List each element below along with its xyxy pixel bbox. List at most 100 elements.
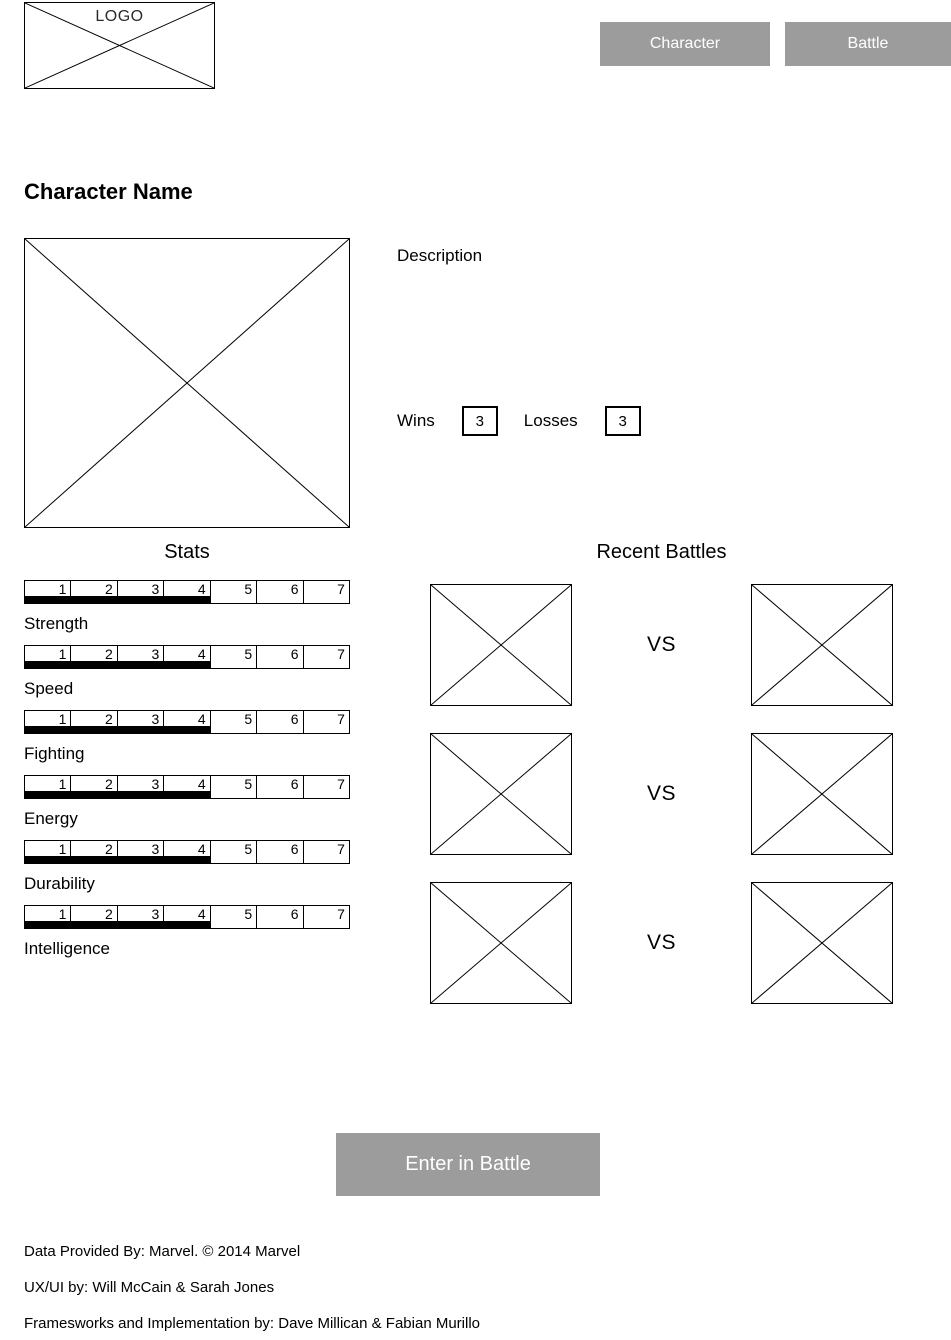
nav-button-battle[interactable]: Battle	[785, 22, 951, 66]
stat-scale-cell: 5	[211, 906, 258, 928]
stat-label: Strength	[24, 614, 89, 633]
battle-left-image-placeholder	[430, 584, 572, 706]
stat-scale-cell: 7	[337, 646, 345, 662]
battle-row: VS	[430, 733, 893, 855]
stat-scale-cell: 5	[211, 776, 258, 798]
stats-title: Stats	[164, 541, 210, 563]
battle-left-image-placeholder	[430, 882, 572, 1004]
stat-scale-cell: 6	[257, 906, 304, 928]
footer: Data Provided By: Marvel. © 2014 Marvel …	[24, 1241, 480, 1335]
battle-right-image-placeholder	[751, 882, 893, 1004]
enter-battle-button[interactable]: Enter in Battle	[336, 1133, 600, 1196]
stat-scale-cell: 5	[211, 646, 258, 668]
stat-scale-cell: 6	[257, 581, 304, 603]
stat-label: Intelligence	[24, 939, 111, 958]
stat-scale-cell: 7	[337, 711, 345, 727]
wins-label: Wins	[397, 411, 435, 430]
stat-fill-bar	[25, 921, 211, 928]
stat-scale-cell: 4	[164, 646, 211, 668]
stat-fill-bar	[25, 791, 211, 798]
stat-scale-cell: 3	[118, 841, 165, 863]
stat-scale-cell: 2	[71, 906, 118, 928]
stat-scale-cell: 7	[337, 581, 345, 597]
stat-scale-cell: 1	[25, 776, 72, 798]
x-placeholder-icon	[752, 883, 892, 1003]
logo-text: LOGO	[95, 8, 144, 25]
stat-scale-cell: 4	[164, 841, 211, 863]
x-placeholder-icon	[431, 883, 571, 1003]
footer-credit-ux: UX/UI by: Will McCain & Sarah Jones	[24, 1279, 275, 1296]
stat-scale-cell: 2	[71, 841, 118, 863]
x-placeholder-icon	[431, 585, 571, 705]
vs-label: VS	[646, 931, 676, 954]
x-placeholder-icon	[752, 734, 892, 854]
battle-row: VS	[430, 584, 893, 706]
vs-label: VS	[646, 782, 676, 805]
x-placeholder-icon	[25, 3, 214, 88]
battles-list: VS VS VS	[430, 584, 893, 1031]
battle-right-image-placeholder	[751, 733, 893, 855]
x-placeholder-icon	[431, 734, 571, 854]
stat-scale-cell: 5	[211, 711, 258, 733]
stat-fill-bar	[25, 856, 211, 863]
stat-scale-cell: 2	[71, 646, 118, 668]
losses-label: Losses	[523, 411, 578, 430]
record-row: Wins 3 Losses 3	[397, 406, 641, 436]
stat-scale-cell: 6	[257, 646, 304, 668]
stat-scale-cell: 1	[25, 581, 72, 603]
nav-button-character[interactable]: Character	[600, 22, 770, 66]
stat-scale-cell: 6	[257, 841, 304, 863]
stat-scale-cell: 6	[257, 711, 304, 733]
recent-battles-title: Recent Battles	[596, 541, 727, 563]
stat-scale-cell: 2	[71, 776, 118, 798]
stat-fill-bar	[25, 661, 211, 668]
stat-scale-cell: 4	[164, 581, 211, 603]
stat-scale-cell: 7	[337, 776, 345, 792]
stat-scale-cell: 1	[25, 841, 72, 863]
stat-scale-cell: 3	[118, 776, 165, 798]
stat-scale-cell: 1	[25, 906, 72, 928]
battle-left-image-placeholder	[430, 733, 572, 855]
description-text: Description	[397, 246, 483, 265]
footer-credit-frameworks: Framesworks and Implementation by: Dave …	[24, 1315, 481, 1332]
stat-scale-cell: 6	[257, 776, 304, 798]
footer-credit-data: Data Provided By: Marvel. © 2014 Marvel	[24, 1243, 301, 1260]
stat-scale-cell: 7	[337, 906, 345, 922]
stat-scale-cell: 3	[118, 906, 165, 928]
stat-scale-cell: 2	[71, 581, 118, 603]
stat-scale-cell: 1	[25, 711, 72, 733]
stat-fill-bar	[25, 726, 211, 733]
battle-right-image-placeholder	[751, 584, 893, 706]
stat-scale-cell: 3	[118, 711, 165, 733]
character-name: Character Name	[24, 179, 193, 204]
stat-scale-cell: 4	[164, 776, 211, 798]
logo[interactable]: LOGO	[24, 2, 215, 89]
wins-value: 3	[461, 406, 498, 436]
stat-scale-cell: 4	[164, 906, 211, 928]
battle-row: VS	[430, 882, 893, 1004]
stat-label: Durability	[24, 874, 95, 893]
stat-scale-cell: 1	[25, 646, 72, 668]
stat-scale-cell: 3	[118, 581, 165, 603]
x-placeholder-icon	[752, 585, 892, 705]
character-image-placeholder	[24, 238, 350, 528]
stat-scale-cell: 7	[337, 841, 345, 857]
stat-scale-cell: 4	[164, 711, 211, 733]
stat-scale-cell: 5	[211, 581, 258, 603]
stat-scale-cell: 5	[211, 841, 258, 863]
stat-fill-bar	[25, 596, 211, 603]
losses-value: 3	[604, 406, 641, 436]
